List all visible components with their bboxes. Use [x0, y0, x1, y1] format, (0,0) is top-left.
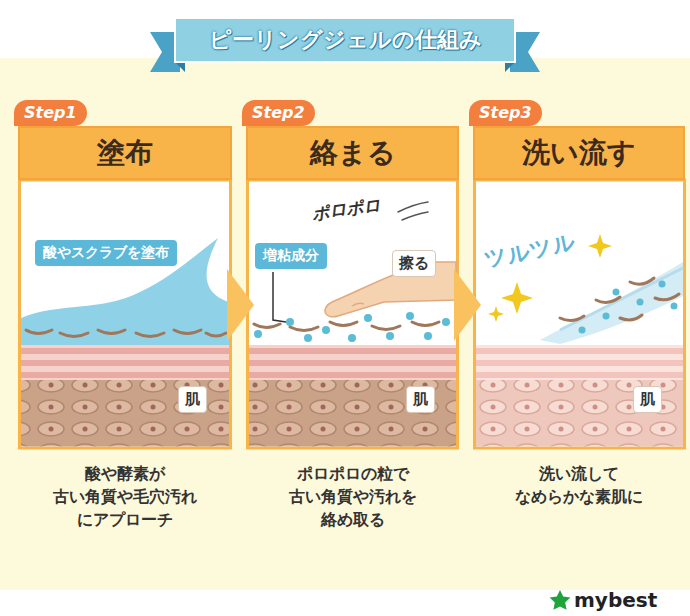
- label-text: 肌: [640, 390, 655, 408]
- step-panel: Step2絡まるポロポロの粒で 古い角質や汚れを 絡め取る増粘成分擦る肌: [246, 100, 459, 550]
- step-arrow: [454, 269, 481, 341]
- step-tab: Step3: [469, 100, 542, 126]
- label-text: 肌: [185, 390, 200, 408]
- step-tab: Step2: [242, 100, 315, 126]
- callout-box: 増粘成分: [255, 243, 327, 269]
- step-caption: 酸や酵素が 古い角質や毛穴汚れ にアプローチ: [18, 462, 232, 532]
- label-box: 肌: [406, 386, 435, 413]
- label-text: 肌: [413, 390, 428, 408]
- watermark: mybest: [574, 588, 657, 612]
- label-box: 肌: [178, 386, 207, 413]
- step-heading: 洗い流す: [473, 126, 685, 180]
- callout-text: 酸やスクラブを塗布: [43, 244, 169, 260]
- label-text: 擦る: [399, 254, 429, 272]
- step-arrow: [227, 269, 254, 341]
- callout-box: 酸やスクラブを塗布: [35, 240, 177, 266]
- label-box: 擦る: [392, 250, 436, 277]
- step-caption: ポロポロの粒で 古い角質や汚れを 絡め取る: [246, 462, 459, 532]
- step-caption: 洗い流して なめらかな素肌に: [473, 462, 685, 508]
- label-box: 肌: [633, 386, 662, 413]
- step-tab: Step1: [14, 100, 87, 126]
- step-heading: 塗布: [18, 126, 232, 180]
- title-banner: ピーリングジェルの仕組み: [175, 18, 515, 62]
- callout-text: 増粘成分: [263, 247, 319, 263]
- step-panel: Step1塗布酸や酵素が 古い角質や毛穴汚れ にアプローチ酸やスクラブを塗布肌: [18, 100, 232, 550]
- step-panel: Step3洗い流す洗い流して なめらかな素肌に肌: [473, 100, 685, 550]
- step-heading: 絡まる: [246, 126, 459, 180]
